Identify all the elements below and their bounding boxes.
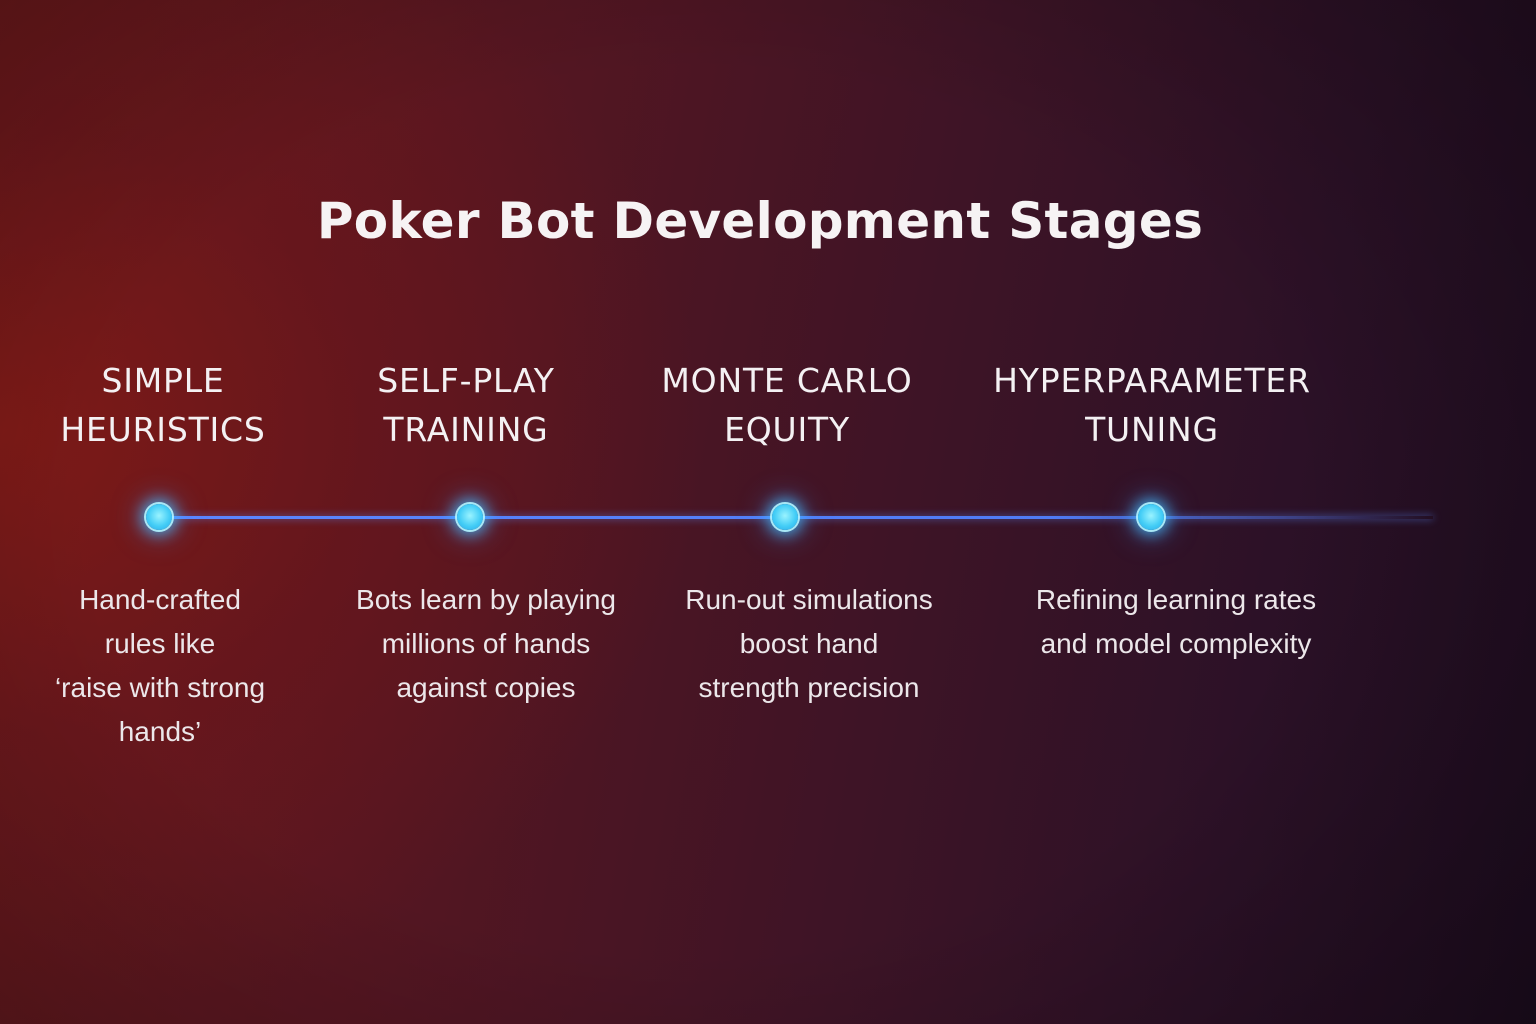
stage-2-node [457, 504, 483, 530]
stage-3-node [772, 504, 798, 530]
stage-3-description: Run-out simulations boost hand strength … [685, 584, 933, 703]
stage-1-description: Hand-crafted rules like ‘raise with stro… [54, 584, 266, 747]
stage-1-heading: SIMPLE HEURISTICS [60, 361, 266, 449]
stage-4-description: Refining learning rates and model comple… [1035, 584, 1317, 659]
stage-1-node [146, 504, 172, 530]
stage-4-heading: HYPERPARAMETER TUNING [993, 361, 1311, 449]
stage-2-description: Bots learn by playing millions of hands … [356, 584, 616, 703]
diagram-title: Poker Bot Development Stages [316, 192, 1204, 250]
stage-3-heading: MONTE CARLO EQUITY [661, 361, 913, 449]
stage-2-heading: SELF-PLAY TRAINING [377, 361, 555, 449]
stage-4-node [1138, 504, 1164, 530]
